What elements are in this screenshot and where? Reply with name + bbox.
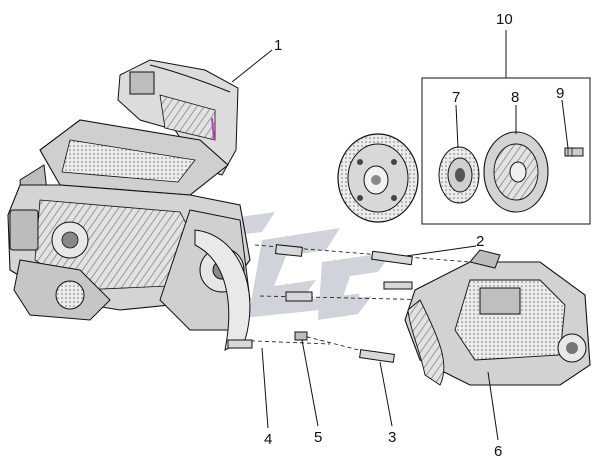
leader-line-5: [301, 339, 319, 427]
clutch-disc-icon: [438, 146, 480, 204]
callout-8: 8: [511, 89, 520, 106]
callout-4: 4: [264, 431, 273, 448]
leader-line-3: [379, 361, 393, 427]
flywheel-icon: [337, 133, 419, 223]
leader-line-4: [261, 347, 269, 429]
leader-line-6: [487, 371, 499, 441]
bolt-icon: [564, 147, 584, 157]
callout-6: 6: [494, 443, 503, 460]
callout-9: 9: [556, 85, 565, 102]
leader-line-2: [405, 245, 477, 257]
engine-icon: [7, 59, 251, 351]
callout-2: 2: [476, 233, 485, 250]
leader-line-1: [231, 49, 273, 83]
callout-7: 7: [452, 89, 461, 106]
gearbox-icon: [404, 249, 591, 386]
callout-5: 5: [314, 429, 323, 446]
pressure-plate-icon: [483, 131, 549, 213]
leader-line-9: [561, 99, 569, 149]
callout-3: 3: [388, 429, 397, 446]
leader-line-7: [455, 104, 459, 149]
stud-icon: [227, 244, 413, 363]
callout-10: 10: [496, 11, 513, 28]
callout-1: 1: [274, 37, 283, 54]
